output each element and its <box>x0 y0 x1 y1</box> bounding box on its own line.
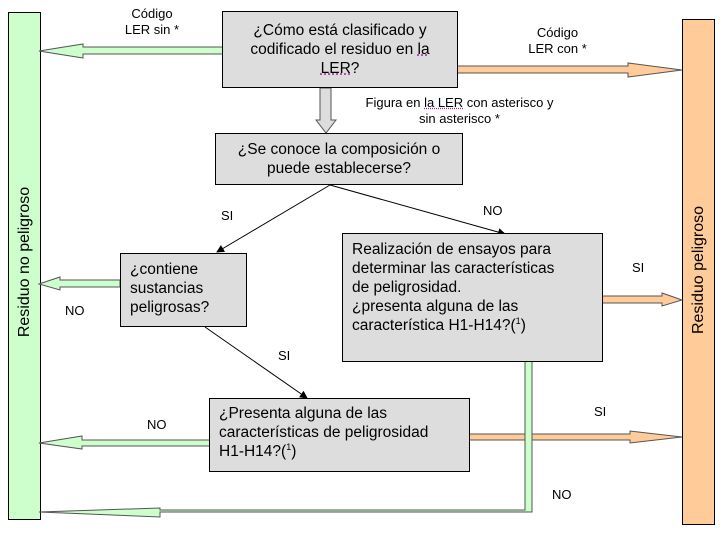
label-q5-no: NO <box>147 417 167 432</box>
node-text-part: H1-H14?( <box>219 443 287 460</box>
arrow-q1-q2 <box>314 87 338 134</box>
label-q5-si: SI <box>594 404 607 419</box>
node-text: Realización de ensayos para <box>352 241 552 258</box>
label-text: Código <box>536 25 579 40</box>
footnote-ref: 1 <box>515 315 521 326</box>
label-ler-con: Código LER con * <box>515 25 600 57</box>
arrow-ler-sin <box>38 43 225 59</box>
node-ler-classification: ¿Cómo está clasificado y codificado el r… <box>222 11 458 88</box>
node-text-part: ) <box>291 443 297 460</box>
node-text: determinar las características <box>352 260 555 277</box>
label-text: LER con * <box>528 41 587 56</box>
node-text-part: LER <box>320 60 351 77</box>
label-q3-no: NO <box>65 303 85 318</box>
line-q2-q3 <box>216 184 331 253</box>
node-text-part: codificado el residuo en <box>250 41 418 58</box>
node-composition-known: ¿Se conoce la composición o puede establ… <box>215 133 463 185</box>
node-testing-characteristics: Realización de ensayos para determinar l… <box>342 233 603 362</box>
non-hazardous-column <box>8 12 41 520</box>
node-text: codificado el residuo en la <box>223 40 457 59</box>
label-q2-si: SI <box>221 208 234 223</box>
hazardous-column <box>682 19 715 525</box>
node-text: sustancias <box>130 280 204 297</box>
line-q3-q5 <box>204 326 308 399</box>
arrow-q5-si <box>468 430 683 444</box>
label-text: LER sin * <box>124 22 180 37</box>
node-hazard-characteristics: ¿Presenta alguna de las características … <box>209 398 470 472</box>
node-text: de peligrosidad. <box>352 279 462 296</box>
node-text-part: ) <box>520 317 526 334</box>
arrow-q5-no <box>38 435 211 450</box>
node-text-part: la <box>417 41 430 58</box>
arrow-ler-con <box>456 62 683 78</box>
label-q4-si: SI <box>632 260 645 275</box>
label-text: Código <box>131 6 173 21</box>
footnote-ref: 1 <box>286 441 292 452</box>
node-text: ¿contiene <box>130 261 199 278</box>
node-text: característica H1-H14?(1) <box>352 316 602 335</box>
label-text: Figura en la LER con asterisco y <box>342 95 577 111</box>
node-text: puede establecerse? <box>267 160 411 177</box>
node-text: ¿Se conoce la composición o <box>237 141 441 158</box>
label-ler-sin: Código LER sin * <box>112 6 192 38</box>
node-text: ¿Presenta alguna de las <box>219 405 388 422</box>
label-text-part: con asterisco y <box>463 95 554 110</box>
label-q2-no: NO <box>483 203 503 218</box>
node-text: ¿Cómo está clasificado y <box>253 22 427 39</box>
node-text-part: característica H1-H14?( <box>352 317 516 334</box>
node-text: peligrosas? <box>130 299 210 316</box>
label-text-part: la LER <box>424 95 464 110</box>
label-text: sin asterisco * <box>419 111 500 126</box>
line-q2-q4 <box>329 184 506 236</box>
node-text: características de peligrosidad <box>219 424 429 441</box>
label-q3-si: SI <box>278 348 291 363</box>
node-text-part: ? <box>350 60 360 77</box>
label-figura-ler: Figura en la LER con asterisco y sin ast… <box>342 95 577 127</box>
node-text: ¿presenta alguna de las <box>352 298 519 315</box>
arrow-q4-si <box>601 292 684 307</box>
node-text: H1-H14?(1) <box>219 442 469 461</box>
node-hazardous-substances: ¿contiene sustancias peligrosas? <box>120 253 247 327</box>
arrow-q4-no <box>38 360 533 518</box>
arrow-q3-no <box>37 276 121 291</box>
label-text-part: Figura en <box>365 95 425 110</box>
label-q4-no: NO <box>552 487 572 502</box>
node-text: LER? <box>223 59 457 78</box>
